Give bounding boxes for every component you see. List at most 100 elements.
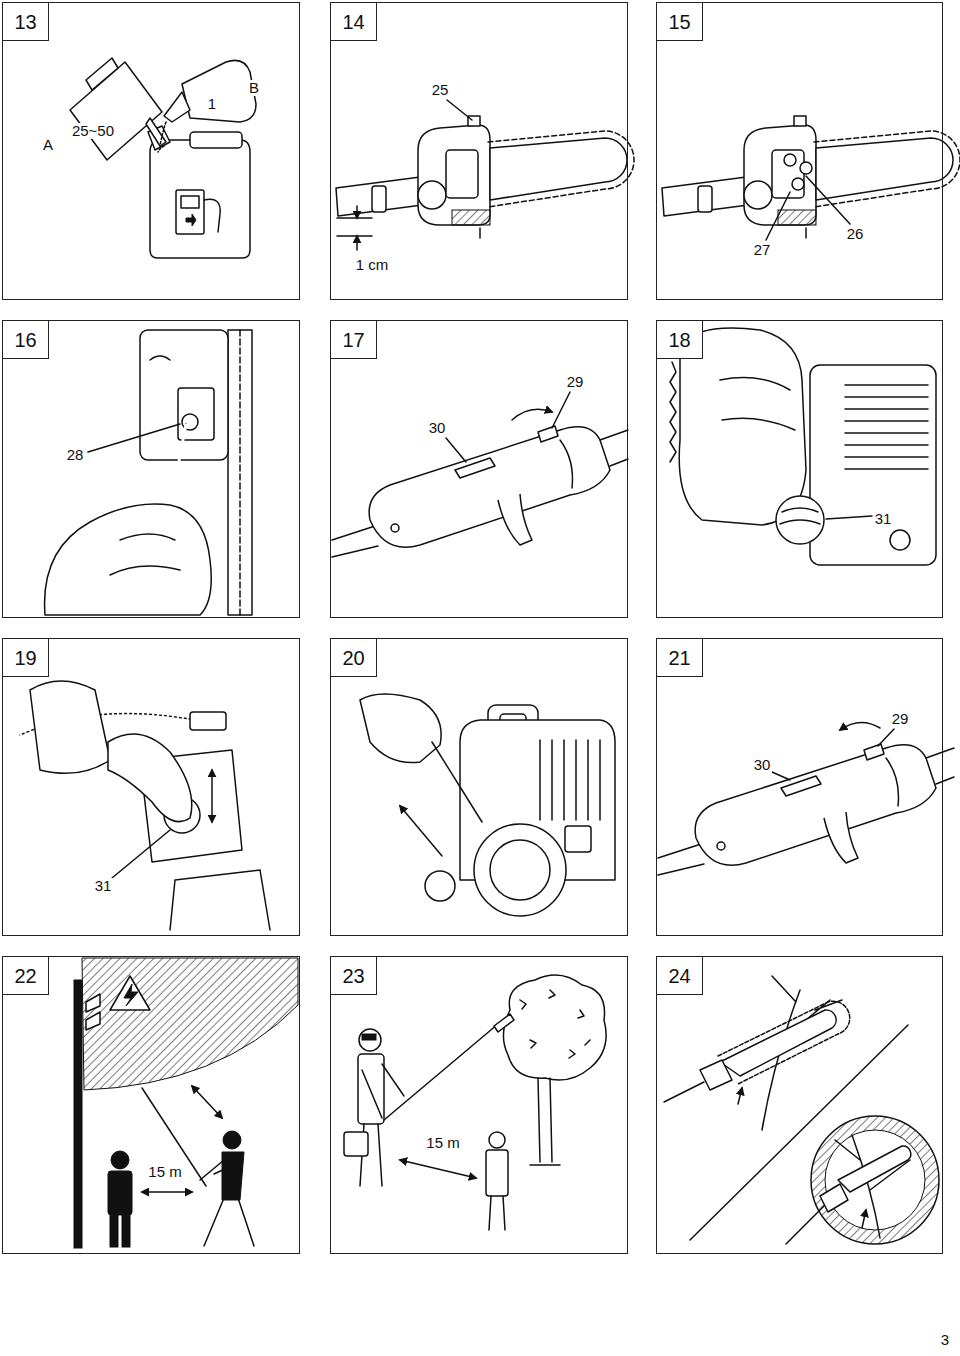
figure-number-cell: 15 [657,3,703,41]
recoil-start-figure-part [360,694,441,763]
callout-number: 25 [430,82,451,99]
recoil-start-figure-part [490,840,550,900]
power-line-warning-figure-part [204,1198,254,1246]
screwdriver-adjust-figure-part [88,424,180,452]
power-line-warning-figure-part [200,1160,240,1180]
throttle-handle-figure-part [512,409,552,420]
power-line-warning-figure-part [74,980,82,1248]
primer-press-figure [20,681,270,930]
primer-bulb-figure-part [810,365,936,565]
power-line-warning-figure-part [111,1151,129,1169]
power-line-warning-figure-part [108,1171,132,1215]
figure-number-cell: 21 [657,639,703,677]
recoil-start-figure-part [400,806,442,856]
recoil-start-figure-part [425,871,455,901]
oil-adjust-figure [662,116,960,240]
figure-number-cell: 13 [3,3,49,41]
throttle-release-figure-part [772,772,790,780]
cutting-position-figure-part [820,1184,848,1212]
figure-number-cell: 18 [657,321,703,359]
figure-number: 13 [14,12,36,32]
screwdriver-adjust-figure-part [110,534,180,575]
primer-press-figure-part [211,770,213,822]
oil-adjust-figure-part [792,178,804,190]
throttle-handle-figure-part [446,438,466,462]
figure-panel: 19 [2,638,300,936]
chain-oil-figure [336,100,634,250]
power-line-warning-figure-part [110,976,150,1010]
figure-number-cell: 22 [3,957,49,995]
throttle-release-figure-part [658,744,954,875]
safe-distance-figure-part [494,1014,514,1032]
screwdriver-adjust-figure-part [228,330,252,615]
fuel-mixing-figure-part [160,122,166,146]
cutting-position-figure [664,976,939,1244]
throttle-handle-figure [332,392,628,557]
fuel-mixing-figure-part [182,60,256,122]
mix-ratio: 25~50 [70,123,116,140]
safe-distance-figure-part [400,1160,476,1178]
dimension-label: 1 cm [354,257,391,274]
fuel-mixing-figure-part [158,146,164,152]
callout-number: 26 [845,226,866,243]
safe-distance-figure-part [520,990,590,1058]
power-line-warning-figure-part [124,984,138,1006]
power-line-warning-figure-part [82,958,298,1090]
figure-panel: 15 [656,2,943,300]
figure-number: 22 [14,966,36,986]
figure-number: 24 [668,966,690,986]
figure-number-cell: 16 [3,321,49,359]
safe-distance-figure-part [530,1078,560,1165]
primer-bulb-figure-part [720,378,795,430]
callout-number: 27 [752,242,773,259]
throttle-handle-figure-part [332,426,628,557]
figure-number-cell: 24 [657,957,703,995]
recoil-start-figure-part [565,826,591,852]
primer-press-figure-part [112,830,170,878]
safe-distance-figure-part [344,1132,368,1156]
fuel-mixing-figure-part [181,196,199,208]
callout-number: 29 [565,374,586,391]
oil-adjust-figure-part [800,162,812,174]
screwdriver-adjust-figure [45,330,252,615]
fuel-mixing-figure-part [70,62,162,160]
power-line-warning-figure [74,958,298,1248]
primer-press-figure-part [30,681,110,773]
safe-distance-figure-part [362,1064,404,1118]
screwdriver-adjust-figure-part [150,356,170,360]
power-line-warning-figure-part [86,994,100,1012]
figure-number: 14 [342,12,364,32]
power-line-warning-figure-part [122,1213,130,1247]
figure-number-cell: 20 [331,639,377,677]
throttle-handle-figure-part [552,392,570,428]
callout-number: 31 [873,511,894,528]
figure-panel: 20 [330,638,628,936]
callout-letter: A [41,137,55,154]
callout-number: 30 [752,757,773,774]
figure-panel: 21 [656,638,943,936]
cutting-position-figure-part [838,1146,911,1192]
primer-bulb-figure [670,328,936,565]
chain-oil-figure-part [336,116,634,238]
fuel-mixing-figure-part [86,58,118,90]
oil-adjust-figure-part [766,192,790,240]
recoil-start-figure-part [474,824,566,916]
power-line-warning-figure-part [192,1086,222,1118]
figure-panel: 16 [2,320,300,618]
primer-press-figure-part [190,712,226,730]
safe-distance-figure-part [486,1150,508,1196]
safe-distance-figure-part [359,1029,381,1051]
chain-oil-figure-part [337,218,372,236]
primer-bulb-figure-part [670,362,676,462]
fuel-mixing-figure-part [150,140,250,258]
cutting-position-figure-part [718,1001,850,1084]
figure-panel: 18 [656,320,943,618]
chain-oil-figure-part [447,100,472,120]
primer-bulb-figure-part [890,530,910,550]
oil-adjust-figure-part [784,154,796,166]
primer-bulb-figure-part [845,385,928,469]
callout-number: 29 [890,711,911,728]
